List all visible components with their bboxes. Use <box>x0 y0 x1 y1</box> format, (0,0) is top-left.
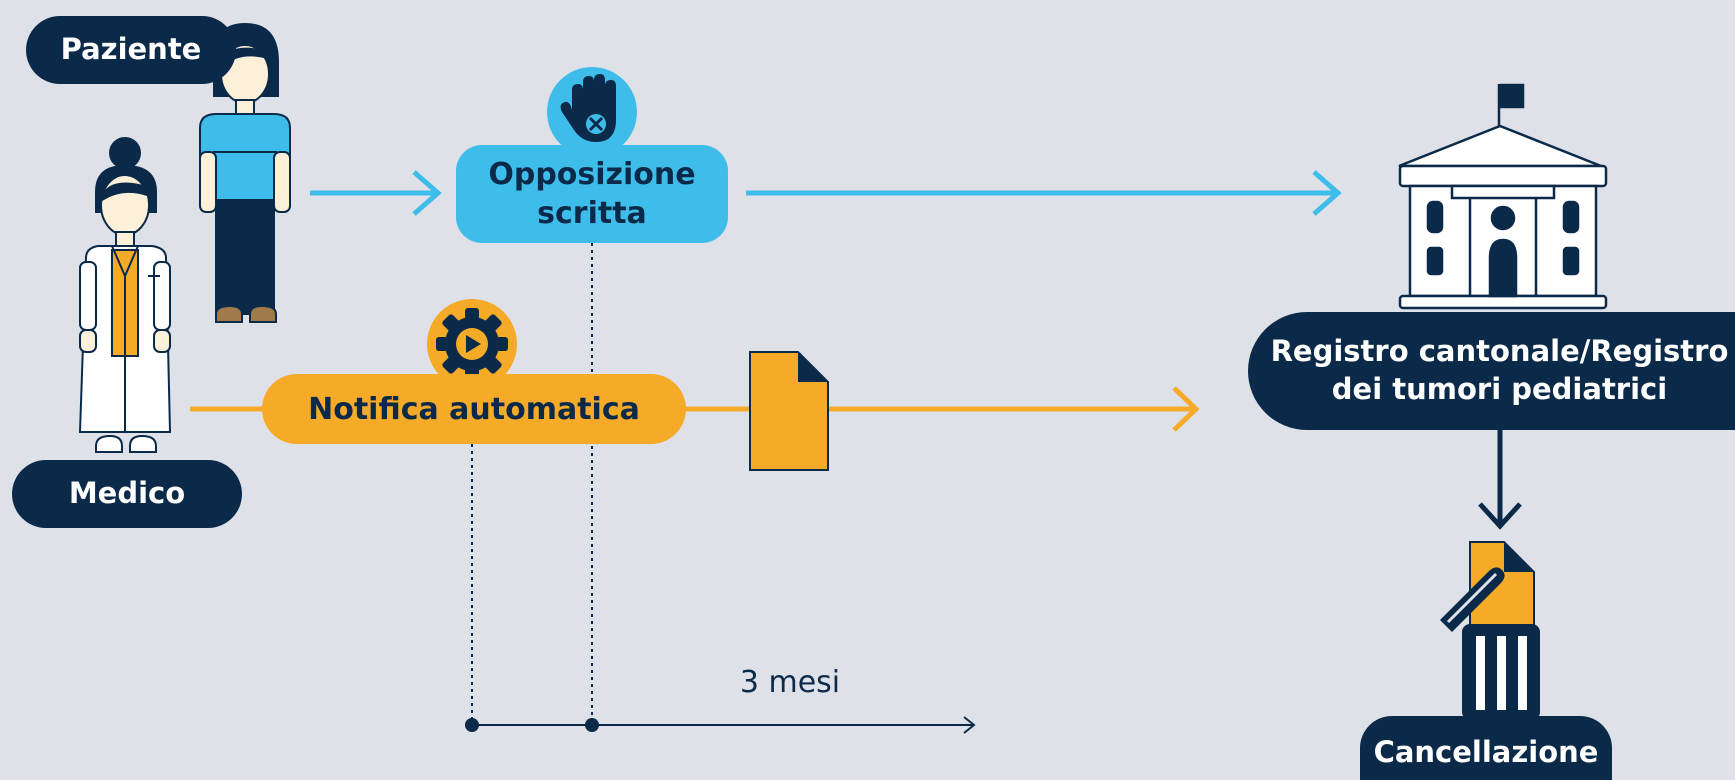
government-building-icon <box>1398 83 1608 310</box>
opposition-box: Opposizione scritta <box>456 145 728 243</box>
timeline-duration-label: 3 mesi <box>739 665 841 700</box>
opposition-arrow-out <box>746 170 1342 216</box>
gear-play-icon <box>427 299 517 389</box>
doctor-figure <box>78 137 172 453</box>
deletion-arrow <box>1478 430 1522 530</box>
trash-document-icon <box>1440 541 1540 720</box>
patient-figure <box>199 22 291 323</box>
document-icon <box>749 351 829 471</box>
deletion-label: Cancellazione <box>1360 716 1612 780</box>
registry-label: Registro cantonale/Registro dei tumori p… <box>1248 312 1735 430</box>
doctor-label: Medico <box>12 460 242 528</box>
notification-box: Notifica automatica <box>262 374 686 444</box>
timeline-axis <box>472 716 976 734</box>
timeline-start-dot <box>465 718 479 732</box>
opposition-arrow-in <box>310 170 442 216</box>
patient-label: Paziente <box>26 16 236 84</box>
timeline-opposition-dot <box>585 718 599 732</box>
hand-stop-icon <box>547 67 637 157</box>
